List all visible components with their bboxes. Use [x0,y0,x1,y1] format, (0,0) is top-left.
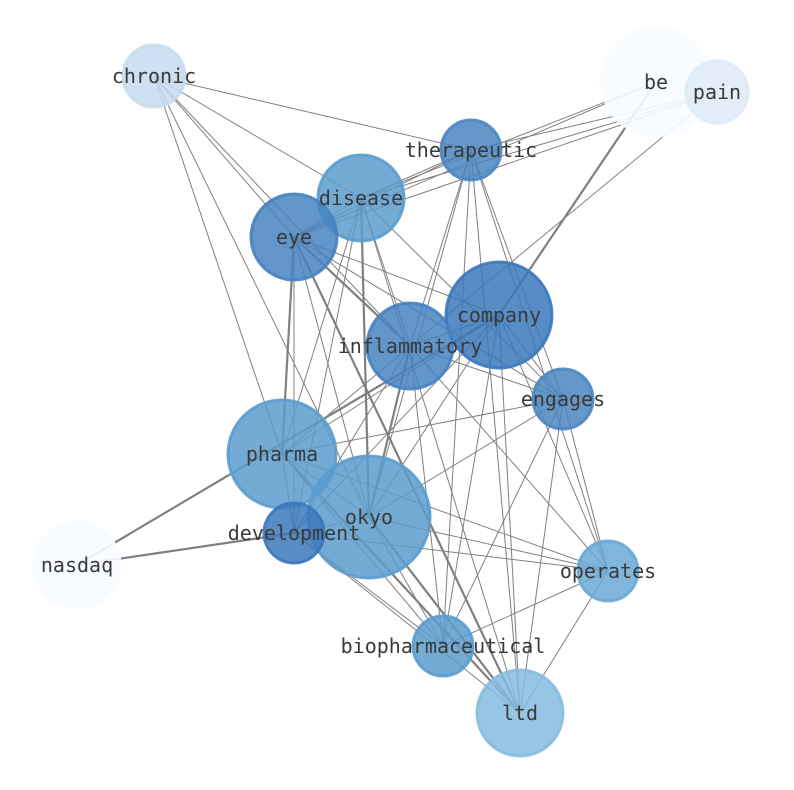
edge-therapeutic-ltd [470,149,521,714]
node-chronic [121,43,187,109]
node-development [262,501,326,565]
node-eye [249,192,339,282]
node-therapeutic [439,118,503,182]
node-label-biopharmaceutical: biopharmaceutical [341,634,546,658]
edge-therapeutic-biopharmaceutical [442,149,472,647]
edge-inflammatory-operates [409,345,609,572]
node-label-ltd: ltd [502,701,538,725]
node-inflammatory [365,301,455,391]
node-label-inflammatory: inflammatory [338,334,483,358]
node-label-development: development [228,521,360,545]
nodes-layer [32,26,750,758]
node-label-company: company [457,303,541,327]
node-operates [576,539,640,603]
node-disease [316,153,406,243]
edge-company-biopharmaceutical [442,314,500,647]
node-nasdaq [32,520,122,610]
node-engages [531,367,595,431]
node-label-engages: engages [521,387,605,411]
node-label-chronic: chronic [112,64,196,88]
node-label-okyo: okyo [345,505,393,529]
node-biopharmaceutical [411,614,475,678]
node-ltd [475,668,565,758]
node-label-eye: eye [276,225,312,249]
node-label-nasdaq: nasdaq [41,553,113,577]
edge-therapeutic-operates [470,149,609,572]
node-company [444,260,554,370]
node-label-pharma: pharma [246,442,318,466]
edge-company-ltd [498,314,521,714]
edge-engages-biopharmaceutical [442,398,564,647]
edge-disease-ltd [360,197,521,714]
edge-chronic-pharma [153,75,283,455]
edges-layer [76,75,718,714]
node-label-disease: disease [319,186,403,210]
node-label-pain: pain [693,80,741,104]
node-pain [684,59,750,125]
node-label-operates: operates [560,559,656,583]
node-label-be: be [644,70,668,94]
node-label-therapeutic: therapeutic [405,138,537,162]
edge-chronic-therapeutic [153,75,472,151]
